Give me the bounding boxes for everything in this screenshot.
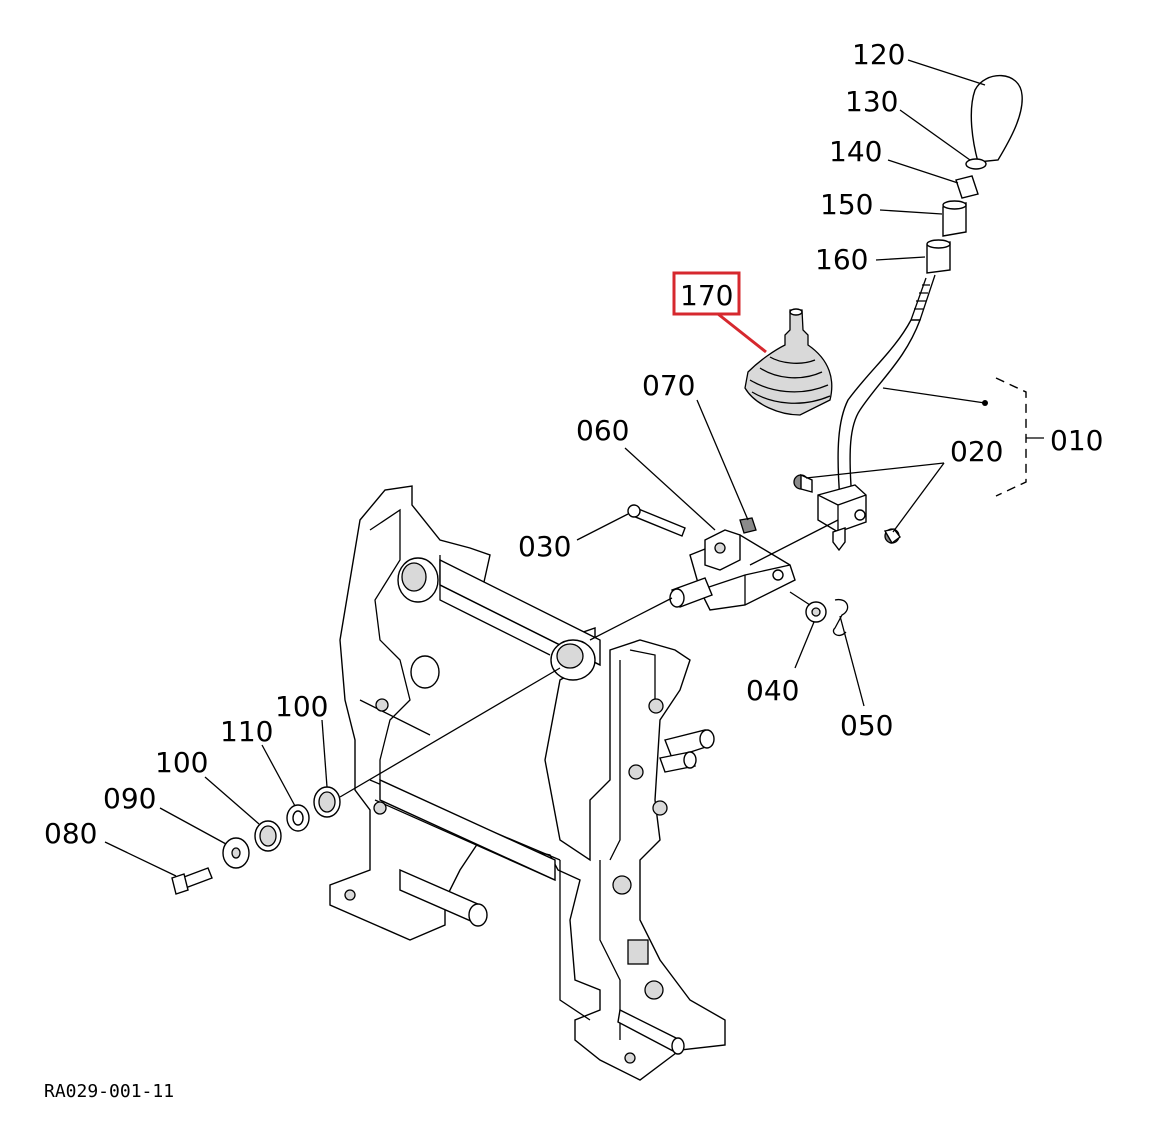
label-140[interactable]: 140	[829, 135, 882, 168]
label-170[interactable]: 170	[680, 279, 733, 312]
label-040[interactable]: 040	[746, 674, 799, 707]
leader-lines	[104, 59, 988, 877]
assembly-center-lines	[339, 519, 839, 798]
shift-lever-drawing	[793, 74, 1023, 552]
dust-boot-drawing	[744, 308, 833, 416]
diagram-reference-code: RA029-001-11	[44, 1081, 174, 1102]
label-070[interactable]: 070	[642, 369, 695, 402]
label-090[interactable]: 090	[103, 782, 156, 815]
part-170-highlight	[672, 271, 767, 354]
bearing-stack-drawing	[171, 786, 341, 895]
label-130[interactable]: 130	[845, 85, 898, 118]
label-010[interactable]: 010	[1050, 424, 1103, 457]
label-150[interactable]: 150	[820, 188, 873, 221]
label-110[interactable]: 110	[220, 715, 273, 748]
linkage-drawing	[627, 504, 849, 636]
label-120[interactable]: 120	[852, 38, 905, 71]
frame-bracket-drawing	[329, 485, 726, 1081]
part-labels: 120 130 140 150 160 170 070 060 020 010 …	[44, 38, 1103, 850]
label-160[interactable]: 160	[815, 243, 868, 276]
label-100-lower[interactable]: 100	[155, 746, 208, 779]
label-020[interactable]: 020	[950, 435, 1003, 468]
label-080[interactable]: 080	[44, 817, 97, 850]
label-030[interactable]: 030	[518, 530, 571, 563]
label-050[interactable]: 050	[840, 709, 893, 742]
label-100-upper[interactable]: 100	[275, 690, 328, 723]
label-060[interactable]: 060	[576, 414, 629, 447]
assembly-010-bracket	[995, 377, 1044, 497]
